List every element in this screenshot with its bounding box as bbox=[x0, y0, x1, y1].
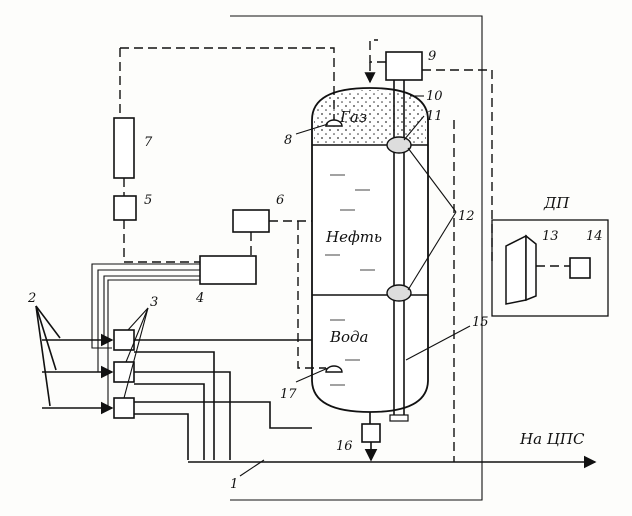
callout-17: 17 bbox=[280, 387, 297, 402]
callout-5: 5 bbox=[144, 193, 152, 208]
link-7-to-8 bbox=[120, 47, 335, 120]
callout-4: 4 bbox=[195, 291, 204, 306]
callout-12: 12 bbox=[458, 209, 475, 224]
callout-10: 10 bbox=[426, 89, 443, 104]
block-14 bbox=[569, 257, 591, 279]
gas-zone bbox=[314, 90, 426, 145]
dispatch-frame bbox=[491, 219, 609, 317]
callout-6: 6 bbox=[276, 193, 284, 208]
callout-16: 16 bbox=[336, 439, 353, 454]
link-5-to-4 bbox=[123, 220, 200, 263]
callout-2: 2 bbox=[27, 291, 36, 306]
transmitter-box-9 bbox=[385, 51, 423, 81]
callout-8: 8 bbox=[284, 133, 292, 148]
callout-3: 3 bbox=[150, 295, 158, 310]
controller-block-4 bbox=[199, 255, 257, 285]
block-6 bbox=[232, 209, 270, 233]
link-6-17 bbox=[297, 221, 326, 369]
outlet-label: На ЦПС bbox=[519, 430, 585, 448]
signal-lines-4-3 bbox=[91, 263, 200, 409]
block-7 bbox=[113, 117, 135, 179]
valve-16 bbox=[361, 423, 381, 443]
plant-frame bbox=[230, 15, 483, 501]
inlet-lines-2 bbox=[35, 305, 114, 415]
water-sensor-17 bbox=[325, 365, 343, 373]
callout-15: 15 bbox=[472, 315, 489, 330]
link-9-dp bbox=[422, 69, 493, 262]
callout-1: 1 bbox=[230, 477, 238, 492]
callout-13: 13 bbox=[542, 229, 559, 244]
gas-sensor-8 bbox=[325, 119, 343, 127]
callout-7: 7 bbox=[144, 135, 153, 150]
float-top bbox=[386, 136, 412, 154]
leader-lines bbox=[123, 95, 471, 477]
link-9-top bbox=[369, 39, 386, 63]
callout-11: 11 bbox=[426, 109, 443, 124]
valve-outlet-lines bbox=[134, 339, 312, 460]
gas-label: Газ bbox=[339, 108, 367, 126]
oil-label: Нефть bbox=[325, 228, 382, 246]
callout-14: 14 bbox=[586, 229, 603, 244]
block-5 bbox=[113, 195, 137, 221]
computer-13 bbox=[505, 234, 537, 305]
valve-3c bbox=[113, 397, 135, 419]
water-label: Вода bbox=[329, 328, 369, 346]
callout-9: 9 bbox=[428, 49, 436, 64]
separator-vessel bbox=[311, 87, 429, 413]
valve-3a bbox=[113, 329, 135, 351]
level-gauge-column bbox=[386, 80, 412, 422]
dp-label: ДП bbox=[543, 194, 570, 212]
float-bottom bbox=[386, 284, 412, 302]
